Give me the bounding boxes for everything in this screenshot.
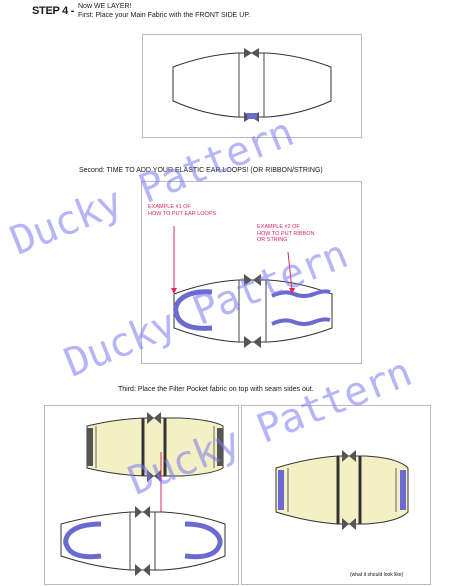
ear-loop-illustration bbox=[171, 226, 333, 348]
example-1-line-1: EXAMPLE #1 OF bbox=[148, 204, 191, 210]
step-label: STEP 4 - bbox=[32, 5, 75, 17]
finished-caption: (what it should look like) bbox=[350, 572, 404, 578]
example-2-line-2: HOW TO PUT RIBBON bbox=[257, 230, 315, 237]
panel-ear-loops: EXAMPLE #1 OF HOW TO PUT EAR LOOPS EXAMP… bbox=[141, 181, 362, 364]
panel-layering bbox=[44, 405, 239, 585]
layering-illustration bbox=[60, 412, 226, 576]
example-2-line-3: OR STRING bbox=[257, 237, 288, 243]
panel-main-fabric bbox=[142, 34, 362, 138]
step-line-2: First: Place your Main Fabric with the F… bbox=[78, 12, 251, 19]
example-1-note: EXAMPLE #1 OF HOW TO PUT EAR LOOPS bbox=[148, 204, 216, 217]
panel-finished: (what it should look like) bbox=[241, 405, 431, 585]
step-line-1: Now WE LAYER! bbox=[78, 3, 132, 10]
example-1-line-2: HOW TO PUT EAR LOOPS bbox=[148, 210, 217, 217]
third-heading: Third: Place the Filter Pocket fabric on… bbox=[118, 386, 314, 393]
finished-illustration bbox=[275, 450, 409, 530]
second-heading: Second: TIME TO ADD YOUR ELASTIC EAR LOO… bbox=[79, 167, 323, 174]
example-2-line-1: EXAMPLE #2 OF bbox=[257, 224, 300, 230]
main-fabric-illustration bbox=[172, 48, 332, 122]
example-2-note: EXAMPLE #2 OF HOW TO PUT RIBBON OR STRIN… bbox=[257, 224, 314, 244]
